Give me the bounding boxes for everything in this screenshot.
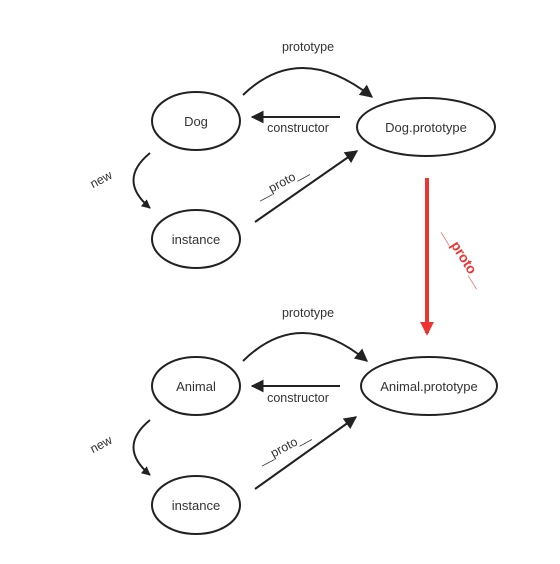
animal-node-shape bbox=[151, 356, 241, 416]
animal-prototype-node-shape bbox=[360, 356, 498, 416]
animal-proto-edge bbox=[254, 416, 358, 490]
proto-link: __proto__ bbox=[420, 178, 489, 336]
dog-proto-edge bbox=[254, 150, 359, 223]
dog-proto-edge-label: __proto__ bbox=[253, 163, 311, 203]
animal-constructor-edge-label: constructor bbox=[267, 391, 329, 405]
animal-proto-edge-label: __proto__ bbox=[255, 428, 313, 468]
dog-node-shape bbox=[151, 91, 241, 151]
animal-prototype-edge-label: prototype bbox=[282, 306, 334, 320]
animal-instance-node: instance bbox=[151, 475, 241, 535]
animal-node-label: Animal bbox=[176, 379, 216, 394]
animal-new-edge-label: new bbox=[88, 432, 116, 456]
animal-group: Animal Animal.prototype instance prototy… bbox=[88, 306, 498, 535]
dog-group: Dog Dog.prototype instance prototype con… bbox=[88, 40, 496, 269]
animal-prototype-node-label: Animal.prototype bbox=[380, 379, 478, 394]
animal-prototype-edge bbox=[242, 332, 368, 362]
dog-instance-node-label: instance bbox=[172, 232, 220, 247]
animal-instance-node-label: instance bbox=[172, 498, 220, 513]
dog-instance-node-shape bbox=[151, 209, 241, 269]
dog-node-label: Dog bbox=[184, 114, 208, 129]
dog-prototype-node: Dog.prototype bbox=[356, 97, 496, 157]
animal-prototype-node: Animal.prototype bbox=[360, 356, 498, 416]
dog-prototype-node-label: Dog.prototype bbox=[385, 120, 467, 135]
dog-prototype-node-shape bbox=[356, 97, 496, 157]
dog-prototype-edge-label: prototype bbox=[282, 40, 334, 54]
dog-instance-node: instance bbox=[151, 209, 241, 269]
animal-new-edge bbox=[132, 419, 151, 476]
dog-prototype-edge bbox=[242, 67, 374, 98]
dog-node: Dog bbox=[151, 91, 241, 151]
animal-instance-node-shape bbox=[151, 475, 241, 535]
animal-node: Animal bbox=[151, 356, 241, 416]
dog-constructor-edge-label: constructor bbox=[267, 121, 329, 135]
dog-new-edge-label: new bbox=[88, 167, 116, 191]
proto-link-label: __proto__ bbox=[439, 224, 489, 290]
dog-new-edge bbox=[132, 152, 151, 209]
